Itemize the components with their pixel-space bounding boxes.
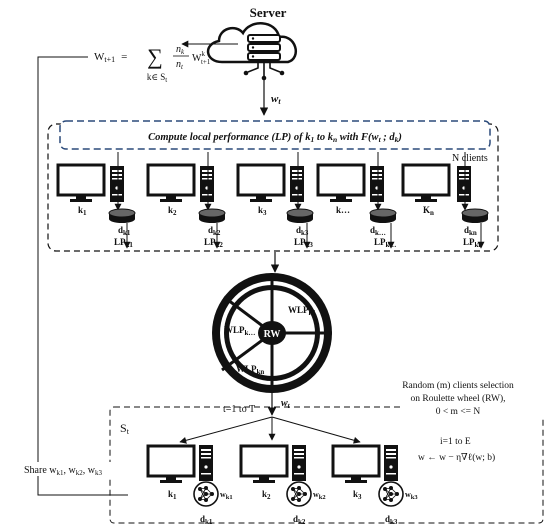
wheel-center-label: RW [264, 329, 281, 340]
clients-dashed-box [47, 123, 499, 252]
svg-text:Wt+1=: Wt+1= [94, 51, 127, 64]
t-range-label: t=1 to T [223, 404, 255, 415]
client-ellipsis-label: k… [336, 205, 350, 215]
svg-text:nk: nk [176, 44, 185, 56]
svg-text:i=1 to E: i=1 to E [440, 437, 471, 447]
selected-client-2-data: dk2 [293, 514, 306, 526]
client-3-lp: LPk3 [294, 237, 313, 249]
client-1: k1 dk1 LPk1 [56, 152, 136, 249]
selection-line-1: Random (m) clients selection [402, 380, 514, 391]
client-1-label: k1 [78, 205, 87, 217]
client-n-data: dkn [464, 225, 477, 237]
selection-line-2: on Roulette wheel (RW), [411, 393, 506, 404]
client-2-lp: LPk2 [204, 237, 223, 249]
share-weights-label: Share wk1, wk2, wk3 [24, 465, 102, 477]
selected-client-1-data: dk1 [200, 514, 213, 526]
client-n-label: Kn [423, 205, 434, 217]
client-ellipsis: k… dk… LPk… [316, 152, 397, 249]
selected-client-1-weight: wk1 [220, 490, 233, 501]
client-3-label: k3 [258, 205, 267, 217]
client-2: k2 dk2 LPk2 [146, 152, 226, 249]
share-label-background [22, 462, 118, 476]
server-label: Server [250, 5, 287, 20]
selected-client-2-label: k2 [262, 489, 271, 501]
n-clients-label: N clients [452, 153, 488, 164]
selected-client-2-weight: wk2 [313, 490, 326, 501]
selected-client-1-label: k1 [168, 489, 177, 501]
client-3-data: dk3 [296, 225, 309, 237]
roulette-wheel: RW WLPk1 WLPk… WLPkn [212, 273, 332, 393]
svg-text:nt: nt [176, 59, 184, 71]
compute-lp-title: Compute local performance (LP) of k1 to … [148, 132, 402, 144]
client-1-lp: LPk1 [114, 237, 133, 249]
client-n: Kn dkn LPkn [401, 152, 489, 249]
selected-client-2: k2 wk2 dk2 [239, 444, 326, 526]
selected-client-1: k1 wk1 dk1 [146, 444, 233, 526]
compute-lp-box [59, 120, 491, 150]
wheel-segment-kn: WLPkn [236, 364, 264, 376]
selection-arrows [179, 416, 361, 444]
client-1-data: dk1 [118, 225, 131, 237]
feedback-loop-line [37, 56, 128, 496]
svg-text:k∈ St: k∈ St [147, 72, 167, 84]
selected-client-3-data: dk3 [385, 514, 398, 526]
client-n-lp: LPkn [463, 237, 482, 249]
notes-background [400, 370, 550, 418]
client-ellipsis-data: dk… [370, 225, 386, 237]
svg-text:∑: ∑ [147, 44, 163, 69]
wheel-weight-label: wt [281, 398, 291, 410]
selected-client-3-label: k3 [353, 489, 362, 501]
wheel-segment-k-ellipsis: WLPk… [224, 325, 255, 337]
selected-client-3-weight: wk3 [405, 490, 418, 501]
wheel-segment-k1: WLPk1 [288, 305, 316, 317]
subset-label: St [120, 421, 130, 436]
client-ellipsis-lp: LPk… [374, 237, 396, 249]
svg-text:Wkt+1: Wkt+1 [192, 50, 211, 66]
selection-line-3: 0 < m <= N [436, 407, 481, 417]
selection-notes: i=1 to E w ← w − η∇ℓ(w; b) [418, 437, 495, 463]
svg-text:w ← w − η∇ℓ(w; b): w ← w − η∇ℓ(w; b) [418, 452, 495, 463]
client-2-label: k2 [168, 205, 177, 217]
selected-client-3: k3 wk3 dk3 [331, 444, 418, 526]
server-cloud-icon [206, 22, 298, 81]
client-2-data: dk2 [208, 225, 221, 237]
client-3: k3 dk3 LPk3 [236, 152, 314, 249]
server-weight-label: wt [271, 93, 281, 106]
